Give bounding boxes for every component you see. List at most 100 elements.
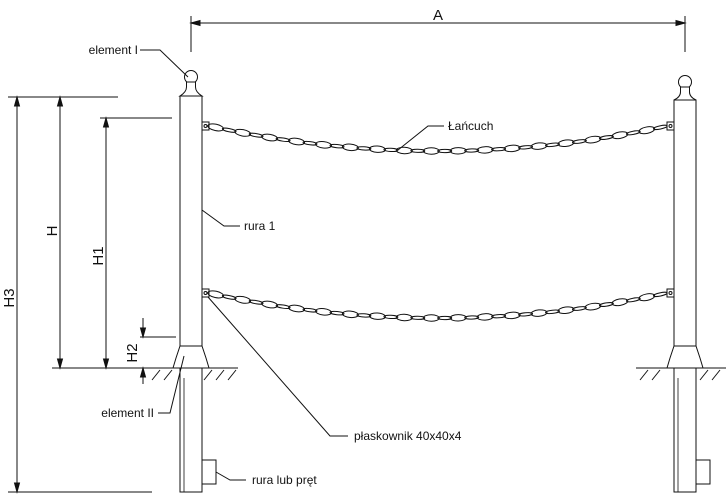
chain-link [356, 146, 372, 151]
chain-link [598, 135, 614, 140]
chain-link [315, 141, 332, 149]
chain-link [395, 146, 413, 155]
right-post-upper-flat-bar [666, 121, 675, 131]
chain-link [545, 309, 560, 315]
chain-link [221, 294, 237, 300]
chain-link [598, 302, 614, 307]
chain-link [261, 300, 279, 309]
callout-leader-base-sleeve [158, 355, 185, 414]
dimension-a [189, 16, 687, 52]
chain-link [302, 140, 318, 146]
callout-leader-chain [397, 125, 444, 151]
chain-link [449, 314, 467, 322]
chain-link [341, 143, 359, 152]
chain-link [329, 143, 345, 149]
chain-link [449, 147, 467, 155]
chain-link [410, 148, 426, 153]
chain-link [503, 144, 521, 153]
chain-link [584, 135, 602, 144]
left-post-buried-pipe [179, 367, 203, 493]
right-post-anchor-rod [695, 459, 711, 485]
callout-chain: Łańcuch [448, 119, 493, 133]
chain-link [503, 311, 521, 320]
chain-link [410, 315, 426, 320]
lower-chain [207, 290, 668, 322]
chain-link [491, 314, 507, 319]
chain-link [248, 299, 264, 305]
callout-flat-bar: płaskownik 40x40x4 [354, 429, 462, 443]
chain-link [368, 312, 386, 320]
chain-link [557, 139, 575, 148]
dimension-a-label: A [433, 7, 443, 24]
chain-link [476, 146, 494, 154]
chain-link [571, 306, 587, 311]
dimension-h3-label: H3 [1, 288, 18, 307]
chain-link [329, 310, 345, 316]
chain-link [571, 139, 587, 144]
chain-link [383, 314, 399, 320]
chain-link [476, 313, 494, 321]
chain-link [275, 304, 291, 309]
chain-link [530, 309, 548, 317]
chain-link [234, 128, 252, 137]
left-post-cap-collar [178, 81, 204, 97]
dimension-h-label: H [44, 226, 61, 237]
chain-link [207, 290, 225, 299]
chain-link [356, 313, 372, 318]
chain-link [652, 291, 668, 298]
chain-link [611, 298, 629, 307]
chain-link [383, 147, 399, 153]
chain-link [315, 308, 332, 316]
callout-leader-pipe [201, 209, 240, 227]
callout-anchor-rod: rura lub pręt [252, 473, 317, 487]
chain-link [638, 126, 656, 135]
dimension-h1-label: H1 [90, 246, 107, 265]
chain-link [261, 133, 279, 142]
chain-link [625, 297, 641, 303]
chain-link [288, 304, 306, 313]
chain-link [422, 147, 440, 155]
chain-link [422, 314, 440, 322]
callout-pipe: rura 1 [244, 219, 276, 233]
chain-link [248, 132, 264, 138]
chain-link [611, 131, 629, 140]
chain-link [464, 315, 480, 320]
right-post [666, 75, 711, 493]
right-post-buried-pipe [673, 367, 697, 493]
right-post-base-sleeve [666, 345, 704, 369]
chain-link [625, 130, 641, 136]
chain-link [302, 307, 318, 313]
callout-top-cap: element I [89, 43, 138, 57]
chain-link [464, 148, 480, 153]
dimension-h [52, 95, 150, 370]
ground-right [636, 367, 726, 381]
right-post-lower-flat-bar [666, 288, 675, 298]
chain-link [638, 293, 656, 302]
right-post-pipe [673, 99, 697, 347]
chain-link [275, 137, 291, 142]
dimension-h3 [8, 95, 152, 494]
chain-link [368, 145, 386, 153]
right-post-cap-collar [673, 86, 697, 101]
chain-link [288, 137, 306, 146]
callout-base-sleeve: element II [101, 406, 154, 420]
callout-leader-top-cap [140, 49, 189, 78]
chain-link [491, 147, 507, 152]
left-post-base-sleeve [172, 345, 210, 369]
dimension-h2 [139, 318, 176, 384]
chain-link [584, 302, 602, 311]
chain-link [395, 313, 413, 322]
callout-leader-flat-bar [207, 296, 348, 437]
left-post-lower-flat-bar [201, 288, 210, 298]
chain-link [652, 124, 668, 131]
chain-link [221, 127, 237, 133]
chain-link [518, 145, 534, 150]
chain-link [207, 123, 225, 132]
dimension-h1 [100, 116, 172, 370]
chain-link [437, 148, 453, 154]
chain-link [557, 306, 575, 315]
left-post-pipe [179, 95, 203, 347]
ground-left [150, 367, 238, 381]
chain-link [545, 142, 560, 148]
